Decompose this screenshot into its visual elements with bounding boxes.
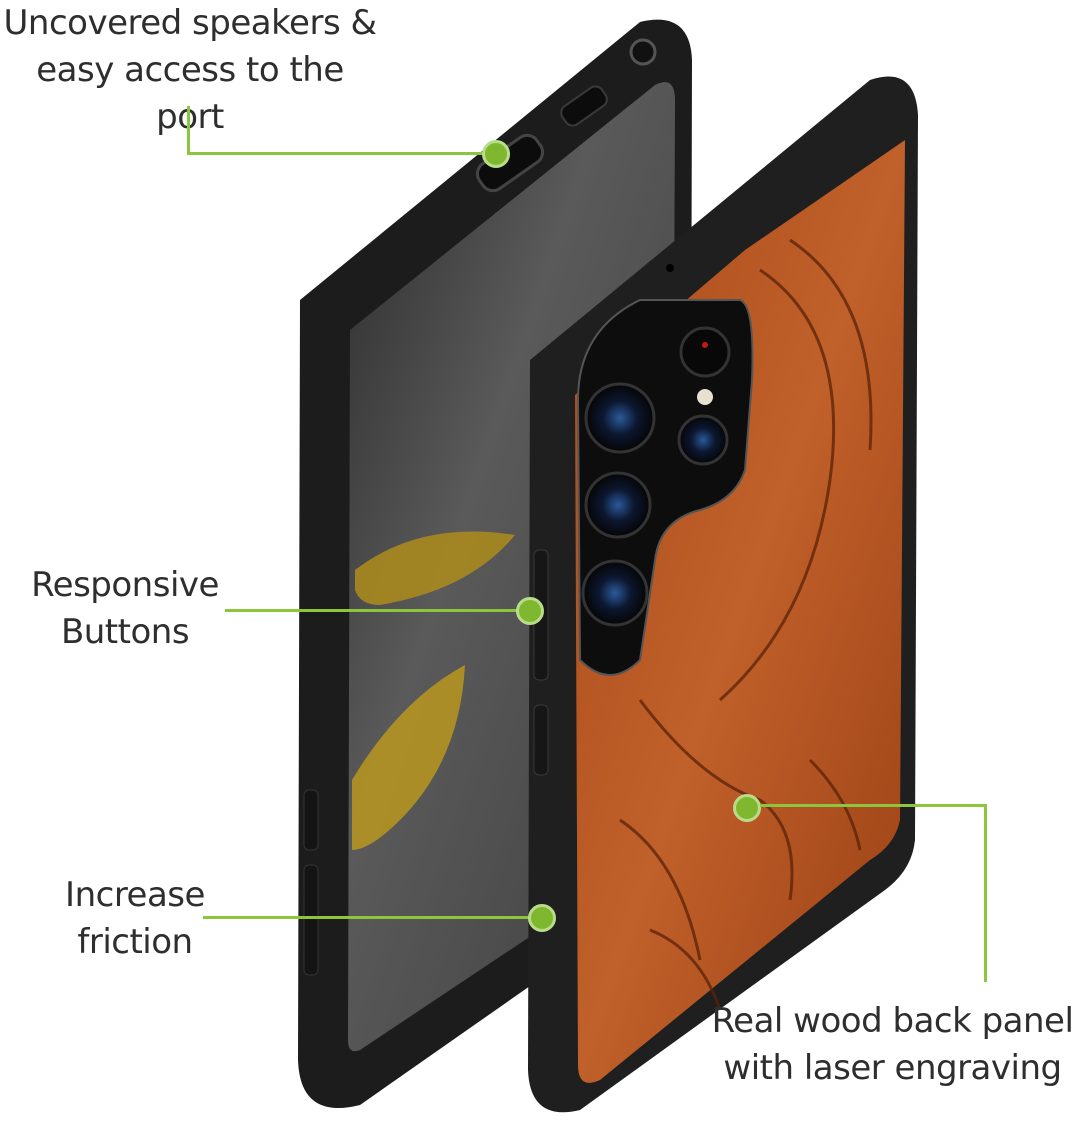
callout-dot-buttons: [516, 597, 544, 625]
camera-lens-3: [581, 559, 649, 627]
callout-dot-speakers: [482, 140, 510, 168]
callout-speakers-port-label: Uncovered speakers & easy access to the …: [0, 0, 380, 141]
leader-line-friction: [203, 916, 533, 919]
leader-line-wood-horizontal: [760, 804, 986, 807]
leader-line-speakers-vertical: [187, 106, 190, 155]
callout-dot-wood: [733, 794, 761, 822]
leader-line-speakers-horizontal: [187, 152, 485, 155]
callout-dot-friction: [528, 904, 556, 932]
camera-lens-1: [584, 382, 656, 454]
callout-line-2: easy access to the port: [36, 50, 344, 137]
callout-line-2: friction: [77, 922, 193, 962]
callout-line-1: Responsive: [31, 565, 219, 605]
callout-line-1: Uncovered speakers &: [3, 3, 377, 43]
camera-lens-4: [679, 326, 731, 378]
callout-line-2: with laser engraving: [723, 1048, 1062, 1088]
callout-line-2: Buttons: [60, 612, 190, 652]
camera-lens-5: [677, 414, 729, 466]
leader-line-wood-vertical: [984, 804, 987, 982]
callout-friction-label: Increase friction: [30, 872, 240, 966]
callout-line-1: Increase: [65, 875, 205, 915]
back-phone-case: [528, 76, 918, 1113]
flash: [697, 389, 713, 405]
callout-wood-panel-label: Real wood back panel with laser engravin…: [700, 998, 1080, 1092]
callout-buttons-label: Responsive Buttons: [10, 562, 240, 656]
callout-line-1: Real wood back panel: [711, 1001, 1074, 1041]
leader-line-buttons: [225, 609, 520, 612]
camera-lens-2: [584, 471, 652, 539]
